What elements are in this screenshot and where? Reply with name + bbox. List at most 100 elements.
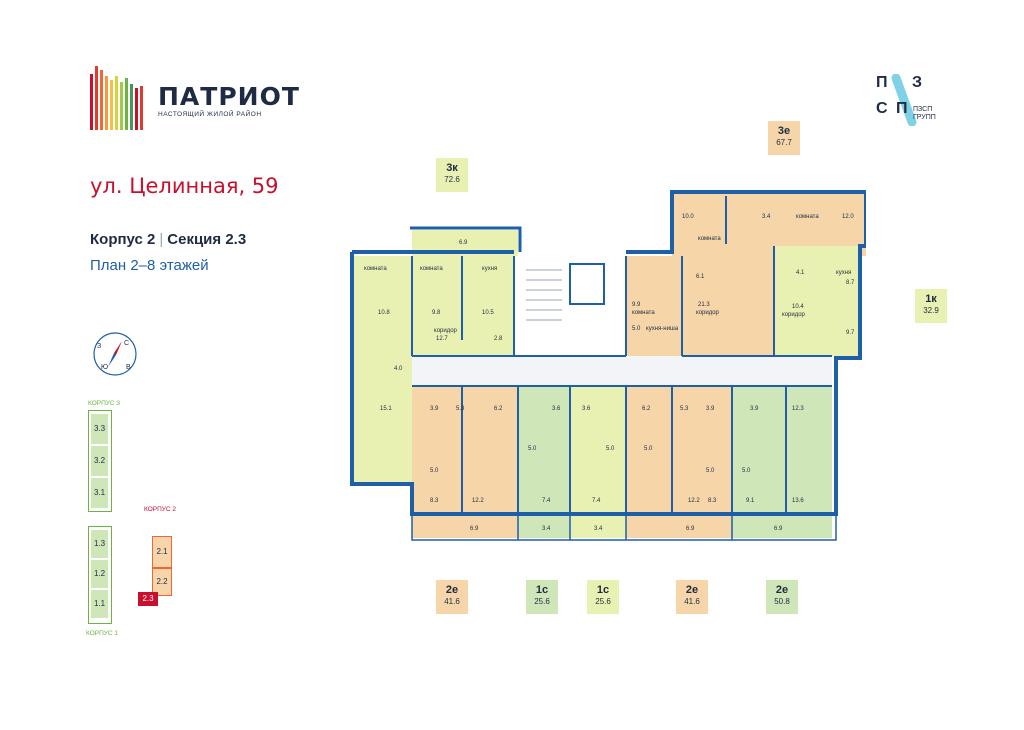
svg-text:6.2: 6.2 bbox=[494, 406, 503, 412]
dev-letter-1: П bbox=[876, 74, 888, 91]
svg-text:5.0: 5.0 bbox=[644, 446, 653, 452]
svg-text:10.8: 10.8 bbox=[378, 310, 390, 316]
svg-text:10.0: 10.0 bbox=[682, 214, 694, 220]
svg-text:8.7: 8.7 bbox=[846, 280, 855, 286]
svg-text:6.9: 6.9 bbox=[774, 526, 783, 532]
svg-text:8.3: 8.3 bbox=[430, 498, 439, 504]
compass-s: Ю bbox=[101, 364, 108, 371]
svg-text:6.2: 6.2 bbox=[642, 406, 651, 412]
svg-text:13.6: 13.6 bbox=[792, 498, 804, 504]
section-2-1[interactable]: 2.1 bbox=[152, 536, 172, 568]
svg-text:5.0: 5.0 bbox=[430, 468, 439, 474]
korpus1-label: КОРПУС 1 bbox=[86, 630, 119, 637]
floors-label: План 2–8 этажей bbox=[90, 257, 209, 274]
svg-text:5.3: 5.3 bbox=[456, 406, 465, 412]
korpus-label: Корпус 2 bbox=[90, 231, 156, 248]
svg-text:12.2: 12.2 bbox=[688, 498, 700, 504]
compass-w: З bbox=[97, 343, 101, 350]
svg-text:5.3: 5.3 bbox=[680, 406, 689, 412]
svg-text:коридор: коридор bbox=[434, 328, 458, 334]
svg-text:коридор: коридор bbox=[782, 312, 806, 318]
svg-text:9.8: 9.8 bbox=[432, 310, 441, 316]
brand-subtitle: НАСТОЯЩИЙ ЖИЛОЙ РАЙОН bbox=[158, 111, 262, 118]
svg-text:9.9: 9.9 bbox=[632, 302, 641, 308]
plan-walls bbox=[350, 190, 866, 541]
section-1-3[interactable]: 1.3 bbox=[91, 530, 108, 558]
svg-text:6.9: 6.9 bbox=[459, 240, 468, 246]
svg-text:3.9: 3.9 bbox=[750, 406, 759, 412]
svg-text:6.9: 6.9 bbox=[470, 526, 479, 532]
svg-text:комната: комната bbox=[420, 266, 443, 272]
svg-text:10.5: 10.5 bbox=[482, 310, 494, 316]
svg-text:3.6: 3.6 bbox=[582, 406, 591, 412]
dev-letter-4: П bbox=[896, 100, 908, 117]
svg-text:12.3: 12.3 bbox=[792, 406, 804, 412]
svg-text:9.7: 9.7 bbox=[846, 330, 855, 336]
dev-letter-2: З bbox=[912, 74, 923, 91]
svg-text:5.0: 5.0 bbox=[706, 468, 715, 474]
svg-text:9.1: 9.1 bbox=[746, 498, 755, 504]
svg-text:кухня-ниша: кухня-ниша bbox=[646, 326, 679, 332]
svg-text:5.0: 5.0 bbox=[632, 326, 641, 332]
svg-text:12.0: 12.0 bbox=[842, 214, 854, 220]
section-label: Секция 2.3 bbox=[167, 231, 247, 248]
site-plan: КОРПУС 3 3.3 3.2 3.1 КОРПУС 2 2.1 2.2 2.… bbox=[60, 390, 200, 640]
svg-text:8.3: 8.3 bbox=[708, 498, 717, 504]
plan-text: 6.9 комната комната кухня 10.8 9.8 10.5 … bbox=[364, 214, 855, 532]
section-3-2[interactable]: 3.2 bbox=[91, 446, 108, 476]
svg-text:2.8: 2.8 bbox=[494, 336, 503, 342]
section-2-2[interactable]: 2.2 bbox=[152, 568, 172, 596]
svg-text:7.4: 7.4 bbox=[592, 498, 601, 504]
svg-text:комната: комната bbox=[698, 236, 721, 242]
section-3-3[interactable]: 3.3 bbox=[91, 414, 108, 444]
svg-text:5.0: 5.0 bbox=[528, 446, 537, 452]
floor-plan: 6.9 комната комната кухня 10.8 9.8 10.5 … bbox=[350, 190, 866, 541]
compass-n: С bbox=[124, 340, 129, 347]
svg-text:комната: комната bbox=[796, 214, 819, 220]
svg-text:3.4: 3.4 bbox=[594, 526, 603, 532]
svg-text:5.0: 5.0 bbox=[606, 446, 615, 452]
svg-text:кухня: кухня bbox=[482, 266, 497, 272]
svg-text:12.7: 12.7 bbox=[436, 336, 448, 342]
section-2-3[interactable]: 2.3 bbox=[138, 592, 158, 606]
compass-e: В bbox=[126, 364, 131, 371]
dev-letter-3: С bbox=[876, 100, 888, 117]
korpus3-label: КОРПУС 3 bbox=[88, 400, 121, 407]
svg-text:7.4: 7.4 bbox=[542, 498, 551, 504]
svg-text:комната: комната bbox=[364, 266, 387, 272]
stairs bbox=[526, 269, 562, 321]
svg-text:6.9: 6.9 bbox=[686, 526, 695, 532]
building-section: Корпус 2|Секция 2.3 bbox=[90, 231, 247, 248]
svg-text:5.0: 5.0 bbox=[742, 468, 751, 474]
svg-text:6.1: 6.1 bbox=[696, 274, 705, 280]
svg-text:3.6: 3.6 bbox=[552, 406, 561, 412]
address: ул. Целинная, 59 bbox=[90, 174, 279, 198]
brand-name: ПАТРИОТ bbox=[158, 82, 300, 111]
svg-text:3.4: 3.4 bbox=[762, 214, 771, 220]
svg-text:3.9: 3.9 bbox=[706, 406, 715, 412]
section-1-2[interactable]: 1.2 bbox=[91, 560, 108, 588]
svg-text:10.4: 10.4 bbox=[792, 304, 804, 310]
patriot-logo-icon bbox=[90, 66, 143, 130]
svg-text:3.9: 3.9 bbox=[430, 406, 439, 412]
developer-logo-icon bbox=[891, 74, 917, 126]
korpus2-label: КОРПУС 2 bbox=[144, 506, 177, 513]
plan-fills bbox=[352, 192, 866, 538]
svg-text:3.4: 3.4 bbox=[542, 526, 551, 532]
section-1-1[interactable]: 1.1 bbox=[91, 590, 108, 618]
svg-text:комната: комната bbox=[632, 310, 655, 316]
svg-text:кухня: кухня bbox=[836, 270, 851, 276]
section-3-1[interactable]: 3.1 bbox=[91, 478, 108, 508]
compass-icon: С Ю З В bbox=[93, 332, 137, 376]
svg-text:21.3: 21.3 bbox=[698, 302, 710, 308]
svg-text:коридор: коридор bbox=[696, 310, 720, 316]
svg-text:4.0: 4.0 bbox=[394, 366, 403, 372]
